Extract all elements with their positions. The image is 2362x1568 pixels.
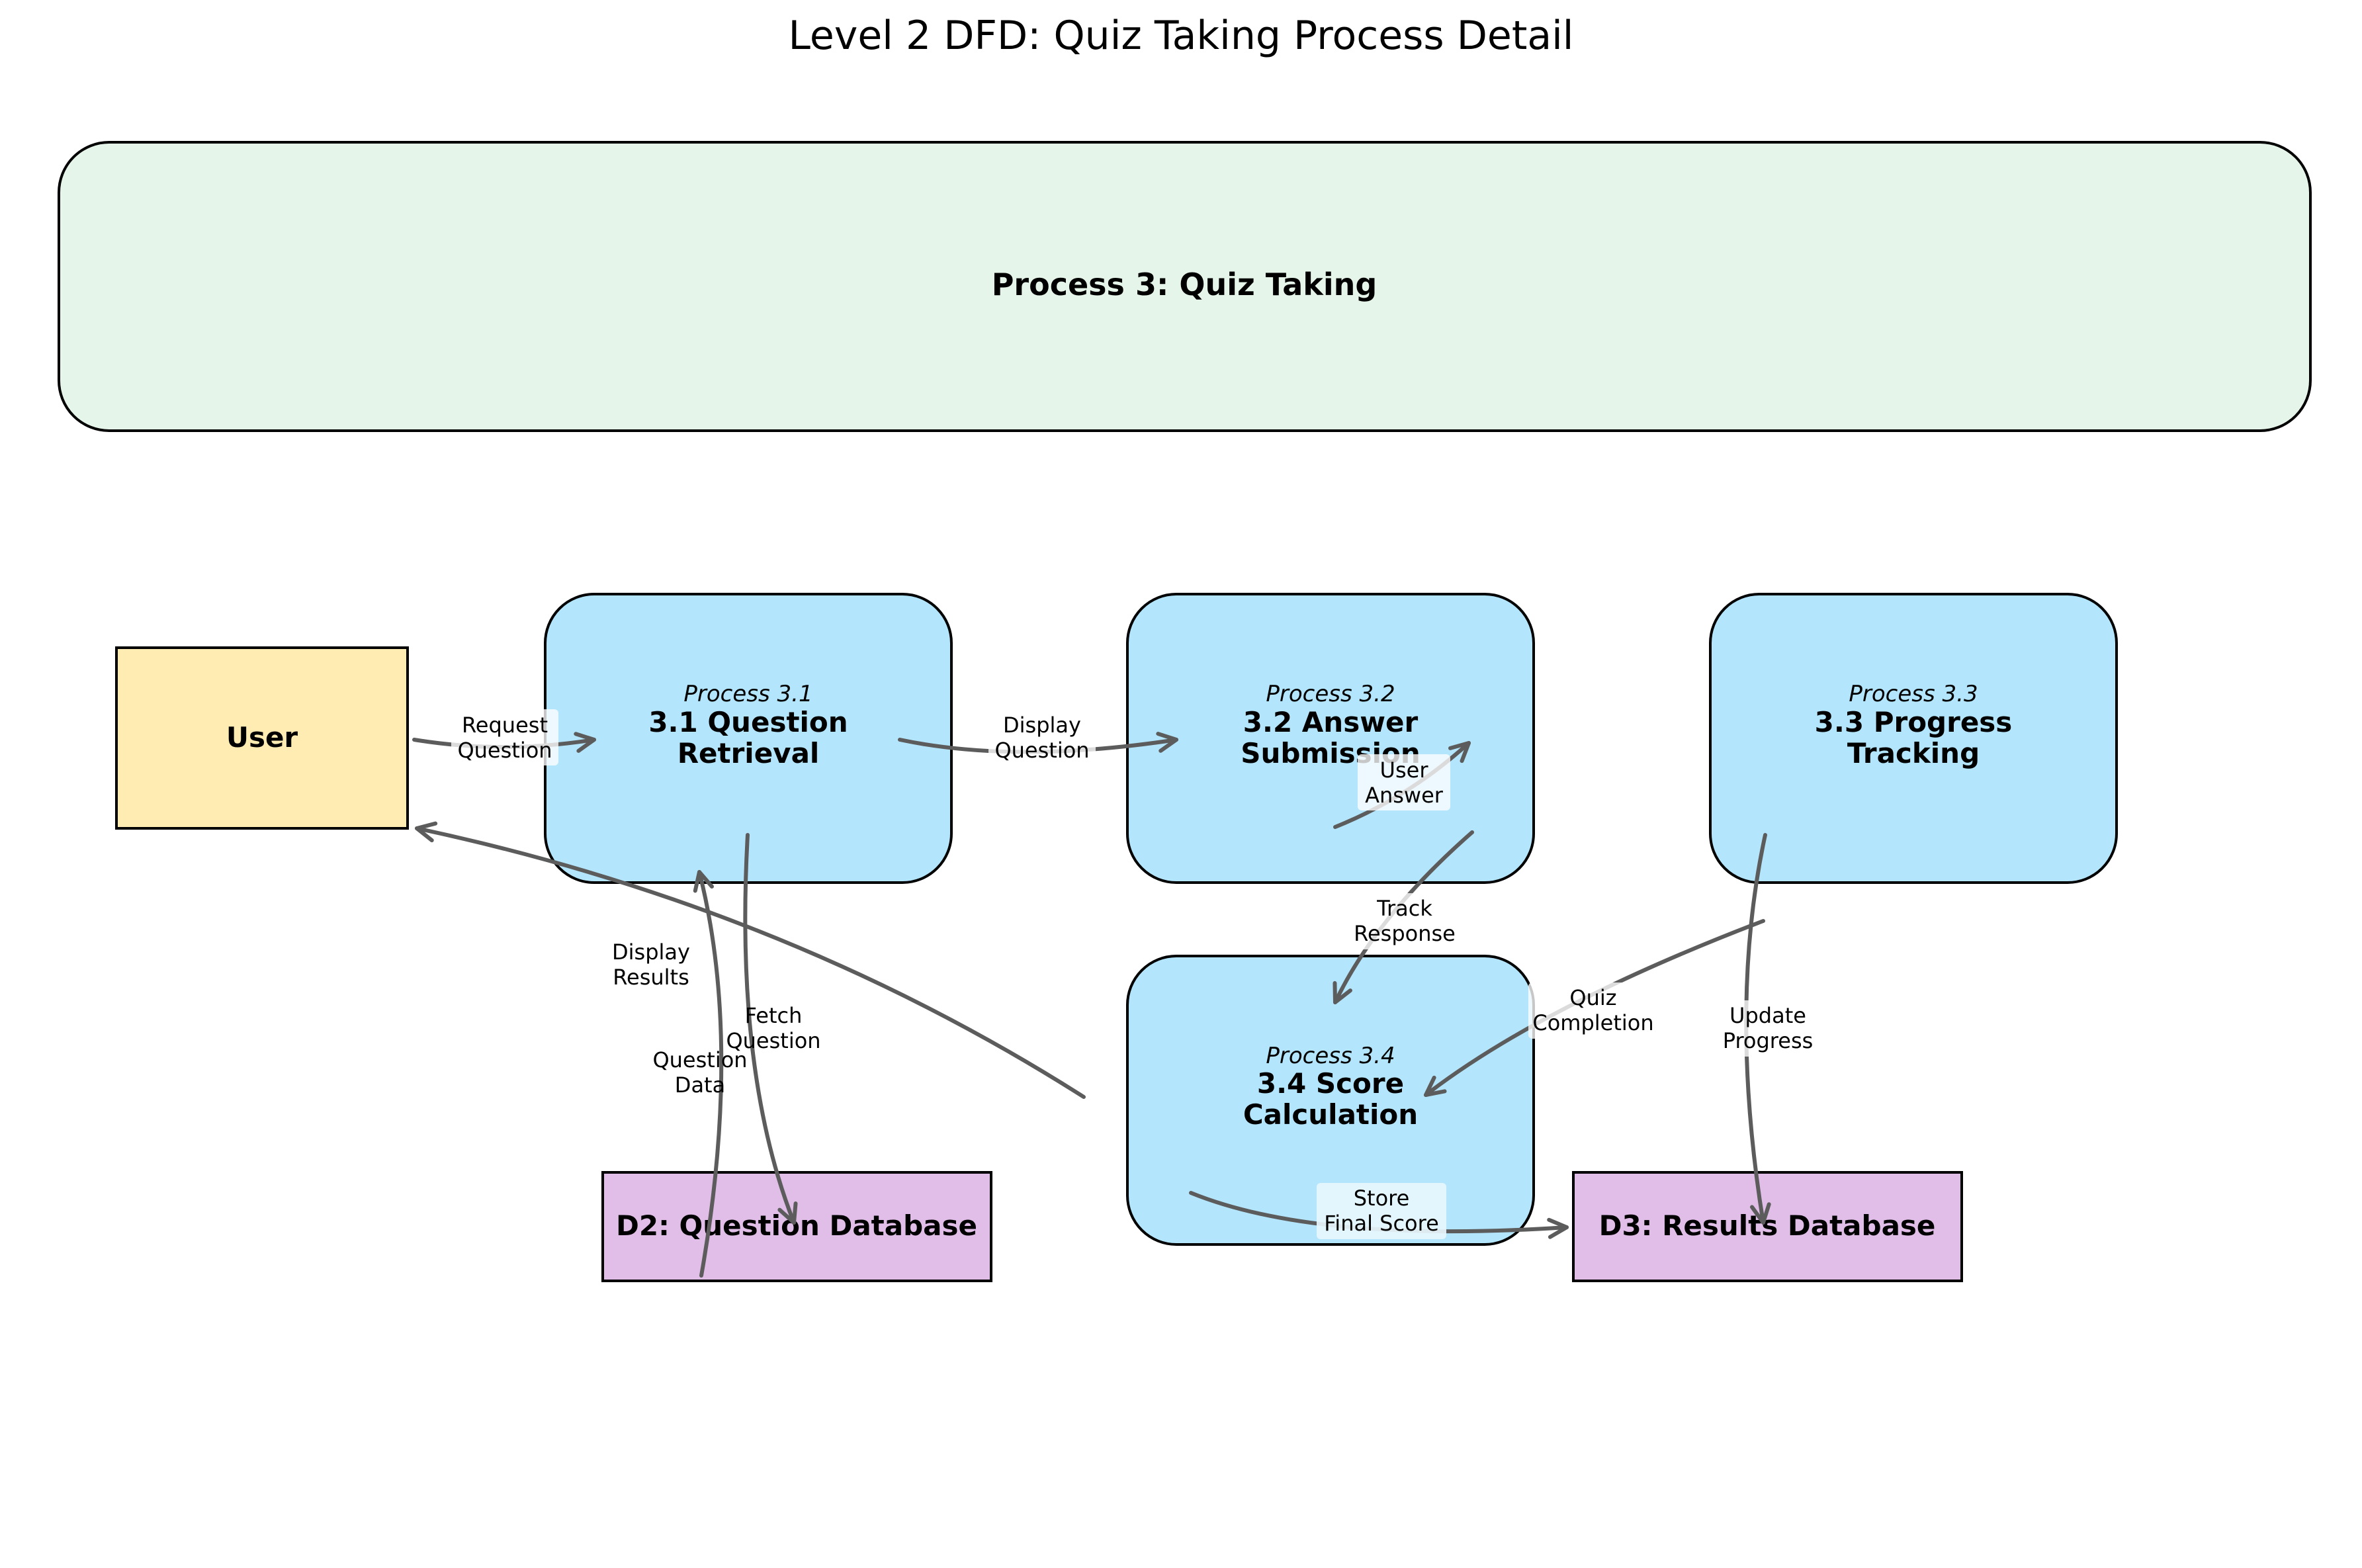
flow-question-data-line-1: Question xyxy=(652,1047,747,1072)
flow-question-data-label: Question Data xyxy=(652,1047,747,1098)
data-store-d3[interactable]: D3: Results Database xyxy=(1572,1171,1963,1282)
data-store-d2[interactable]: D2: Question Database xyxy=(601,1171,992,1282)
external-entity-user[interactable]: User xyxy=(115,646,409,830)
process-3-4-sub: Process 3.4 xyxy=(1266,1043,1395,1069)
flow-track-response-label: Track Response xyxy=(1350,893,1460,949)
process-3-1-name-line-2: Retrieval xyxy=(678,737,820,769)
flow-user-answer-label: User Answer xyxy=(1358,754,1450,810)
flow-display-results-arrow[interactable] xyxy=(415,821,1086,1099)
flow-update-progress-line-1: Update xyxy=(1729,1003,1806,1028)
flow-quiz-completion-label-bg xyxy=(1528,982,1658,1039)
flow-track-response-label-bg xyxy=(1350,893,1460,949)
container-box xyxy=(58,141,2312,432)
d3-box xyxy=(1572,1171,1963,1282)
flow-fetch-question-arrow[interactable] xyxy=(743,833,798,1225)
d2-label: D2: Question Database xyxy=(616,1209,977,1242)
flow-request-question-line-1: Request xyxy=(462,713,548,738)
process-3-2-sub: Process 3.2 xyxy=(1266,681,1395,707)
flow-question-data-line-2: Data xyxy=(675,1072,725,1098)
container-process-3: Process 3: Quiz Taking xyxy=(58,141,2312,432)
flow-store-final-score-line-1: Store xyxy=(1354,1186,1410,1211)
flow-fetch-question-label: Fetch Question xyxy=(726,1003,820,1053)
flow-fetch-question-line-2: Question xyxy=(726,1028,820,1053)
process-3-4-name-line-2: Calculation xyxy=(1243,1098,1418,1131)
flow-request-question-label: Request Question xyxy=(451,709,558,765)
flow-display-results-label: Display Results xyxy=(612,939,690,990)
flow-user-answer-label-bg xyxy=(1358,754,1450,810)
container-label: Process 3: Quiz Taking xyxy=(992,267,1378,302)
d3-label: D3: Results Database xyxy=(1599,1209,1936,1242)
process-3-3[interactable]: Process 3.3 3.3 Progress Tracking xyxy=(1709,593,2118,884)
process-3-1-sub: Process 3.1 xyxy=(683,681,812,707)
user-label: User xyxy=(226,721,298,754)
flow-user-answer-line-2: Answer xyxy=(1365,783,1444,808)
diagram-title: Level 2 DFD: Quiz Taking Process Detail xyxy=(789,13,1574,59)
user-box xyxy=(115,646,409,830)
flow-quiz-completion-line-1: Quiz xyxy=(1569,985,1616,1010)
process-3-3-sub: Process 3.3 xyxy=(1849,681,1978,707)
flow-update-progress-label-bg xyxy=(1715,1000,1821,1057)
flow-request-question-label-bg xyxy=(451,709,558,765)
flow-track-response-line-1: Track xyxy=(1376,896,1432,921)
flow-store-final-score-label: Store Final Score xyxy=(1317,1183,1446,1239)
flow-labels: Request Question Display Question User A… xyxy=(451,709,1821,1239)
process-3-1-name-line-1: 3.1 Question xyxy=(648,706,848,738)
flow-quiz-completion-label: Quiz Completion xyxy=(1528,982,1658,1039)
flow-display-question-label-bg xyxy=(988,709,1096,765)
flow-display-question-line-2: Question xyxy=(994,738,1089,763)
process-3-3-name-line-1: 3.3 Progress xyxy=(1815,706,2013,738)
flow-fetch-question-line-1: Fetch xyxy=(745,1003,803,1028)
process-3-3-box xyxy=(1709,593,2118,884)
flow-display-question-label: Display Question xyxy=(988,709,1096,765)
flow-display-question-line-1: Display xyxy=(1003,713,1081,738)
flow-user-answer-line-1: User xyxy=(1380,758,1429,783)
process-3-4-name-line-1: 3.4 Score xyxy=(1257,1067,1404,1100)
flow-quiz-completion-line-2: Completion xyxy=(1532,1010,1653,1035)
flow-update-progress-line-2: Progress xyxy=(1723,1028,1814,1053)
flow-display-results-line-1: Display xyxy=(612,939,690,965)
process-3-4[interactable]: Process 3.4 3.4 Score Calculation xyxy=(1126,955,1535,1246)
process-3-2[interactable]: Process 3.2 3.2 Answer Submission xyxy=(1126,593,1535,884)
flow-display-results-line-2: Results xyxy=(613,965,689,990)
flow-request-question-line-2: Question xyxy=(457,738,552,763)
process-3-1[interactable]: Process 3.1 3.1 Question Retrieval xyxy=(544,593,953,884)
flow-store-final-score-label-bg xyxy=(1317,1183,1446,1239)
flow-store-final-score-line-2: Final Score xyxy=(1324,1211,1439,1236)
d2-box xyxy=(601,1171,992,1282)
process-3-3-name-line-2: Tracking xyxy=(1847,737,1980,769)
process-3-4-box xyxy=(1126,955,1535,1246)
flow-update-progress-label: Update Progress xyxy=(1715,1000,1821,1057)
flow-track-response-line-2: Response xyxy=(1354,921,1456,946)
process-3-2-name-line-1: 3.2 Answer xyxy=(1243,706,1419,738)
flow-question-data-arrow[interactable] xyxy=(693,870,724,1278)
